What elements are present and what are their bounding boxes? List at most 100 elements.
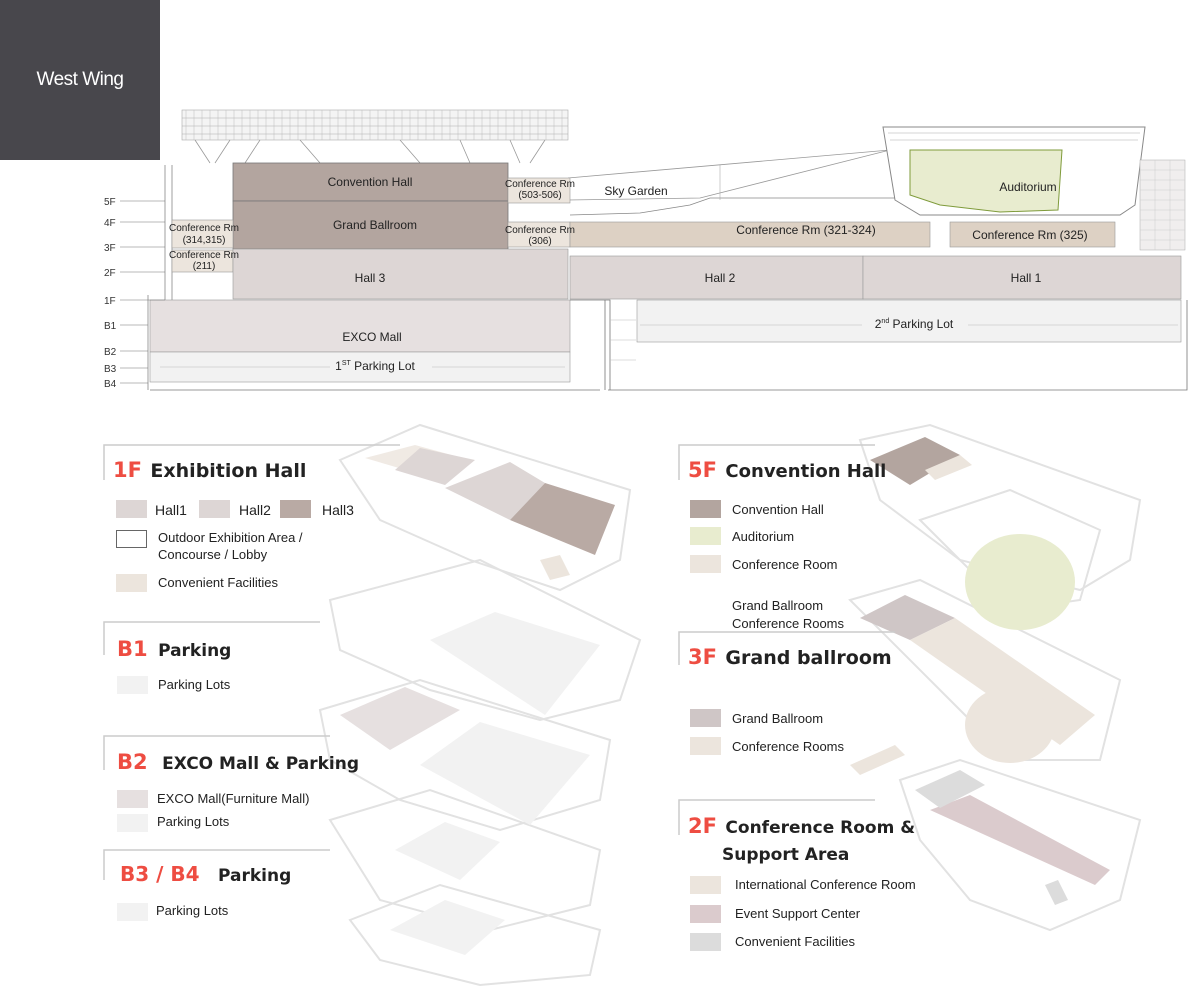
legend-2f-num: 2F bbox=[688, 814, 717, 838]
legend-5f-title: Convention Hall bbox=[725, 461, 887, 482]
building-section-diagram: 5F 4F 3F 2F 1F B1 B2 B3 B4 Convention Ha… bbox=[104, 109, 1188, 391]
legend-b34-num: B3 / B4 bbox=[120, 862, 200, 886]
grand-ballroom-room bbox=[232, 200, 509, 250]
west-wing-tab[interactable]: West Wing bbox=[0, 0, 160, 160]
legend-2f-title-2: Support Area bbox=[722, 845, 850, 865]
floor-plan-isometric bbox=[318, 423, 1142, 987]
legend-b34-item: Parking Lots bbox=[156, 903, 229, 918]
swatch-grand-ballroom bbox=[690, 709, 721, 727]
legend-b34-heading: B3 / B4 Parking bbox=[120, 862, 291, 886]
legend-1f-num: 1F bbox=[113, 458, 142, 482]
floor-label: 4F bbox=[104, 218, 116, 229]
swatch-b34-parking bbox=[117, 903, 148, 921]
hall-2-label: Hall 2 bbox=[705, 271, 736, 285]
grand-ballroom-label: Grand Ballroom bbox=[333, 218, 417, 232]
legend-2f-title-1: Conference Room & bbox=[725, 818, 916, 838]
floor-label: B4 bbox=[104, 379, 117, 390]
legend-b1-title: Parking bbox=[158, 641, 232, 661]
legend-1f-heading: 1F Exhibition Hall bbox=[113, 458, 306, 482]
conf-314-label: Conference Rm bbox=[169, 223, 239, 234]
conf-306-label: Conference Rm bbox=[505, 225, 575, 236]
conf-211-sub: (211) bbox=[193, 261, 216, 272]
legend-b1-item: Parking Lots bbox=[158, 677, 231, 692]
legend-b1-heading: B1 Parking bbox=[117, 637, 231, 661]
conf-211-label: Conference Rm bbox=[169, 250, 239, 261]
legend-hall1: Hall1 bbox=[155, 502, 187, 518]
exco-mall-room bbox=[149, 299, 571, 353]
legend-3f-num: 3F bbox=[688, 645, 717, 669]
floor-label: 3F bbox=[104, 243, 116, 254]
swatch-intl-conference bbox=[690, 876, 721, 894]
sky-garden-label: Sky Garden bbox=[604, 184, 667, 198]
legend-3f-heading: 3F Grand ballroom bbox=[688, 645, 892, 669]
conf-325-room bbox=[949, 221, 1116, 248]
hall-3-room bbox=[232, 248, 569, 300]
swatch-hall2 bbox=[199, 500, 230, 518]
hall-3-label: Hall 3 bbox=[355, 271, 386, 285]
legend-b34-title: Parking bbox=[218, 866, 292, 886]
left-stack-outlines bbox=[318, 423, 642, 987]
swatch-hall1 bbox=[116, 500, 147, 518]
conf-503-room bbox=[507, 177, 571, 204]
swatch-mall bbox=[117, 790, 148, 808]
convention-hall-room bbox=[232, 162, 509, 202]
left-legend-brackets bbox=[103, 444, 400, 880]
conf-325-label: Conference Rm (325) bbox=[972, 228, 1087, 242]
parking-lot-2-label: 2nd Parking Lot bbox=[875, 317, 954, 331]
iso-grand-ballroom bbox=[860, 595, 955, 640]
iso-auditorium bbox=[965, 534, 1075, 630]
hall-1-room bbox=[862, 255, 1182, 300]
legend-5f-heading: 5F Convention Hall bbox=[688, 458, 886, 482]
exco-mall-label: EXCO Mall bbox=[342, 330, 401, 344]
legend-5f-auditorium: Auditorium bbox=[732, 529, 795, 544]
conf-306-sub: (306) bbox=[528, 236, 551, 247]
legend-2f-heading: 2F Conference Room & Support Area bbox=[688, 813, 915, 869]
conf-321-label: Conference Rm (321-324) bbox=[736, 223, 875, 237]
legend-2f-event: Event Support Center bbox=[735, 906, 861, 921]
legend-facilities: Convenient Facilities bbox=[158, 575, 278, 590]
right-stack-outlines bbox=[848, 423, 1142, 932]
legend-2f-facilities: Convenient Facilities bbox=[735, 934, 855, 949]
iso-convention-hall bbox=[870, 437, 960, 485]
auditorium-area bbox=[909, 149, 1063, 213]
floor-label: B1 bbox=[104, 321, 117, 332]
west-wing-label: West Wing bbox=[36, 69, 124, 90]
floor-label: B2 bbox=[104, 347, 117, 358]
swatch-b2-parking bbox=[117, 814, 148, 832]
legend-b1-num: B1 bbox=[117, 637, 148, 661]
swatch-event-support bbox=[690, 905, 721, 923]
roof-truss-left bbox=[181, 109, 569, 141]
conf-321-room bbox=[569, 221, 931, 248]
floor-label: B3 bbox=[104, 364, 117, 375]
swatch-b1-parking bbox=[117, 676, 148, 694]
right-legend-brackets bbox=[678, 444, 895, 835]
legend-gb-1: Grand Ballroom bbox=[732, 598, 824, 613]
swatch-auditorium bbox=[690, 527, 721, 545]
conf-314-sub: (314,315) bbox=[183, 235, 226, 246]
iso-event-support bbox=[930, 795, 1110, 885]
floor-label: 5F bbox=[104, 197, 116, 208]
legend-b2-parking: Parking Lots bbox=[157, 814, 230, 829]
conf-314-room bbox=[171, 219, 234, 249]
swatch-facilities bbox=[116, 574, 147, 592]
swatch-5f-conference bbox=[690, 555, 721, 573]
legend-b2-heading: B2 EXCO Mall & Parking bbox=[117, 750, 359, 774]
parking-lot-1-label: 1ST Parking Lot bbox=[335, 359, 415, 373]
legend-2f-intl: International Conference Room bbox=[735, 877, 916, 892]
iso-hall3 bbox=[510, 483, 615, 555]
legend-b2-title: EXCO Mall & Parking bbox=[162, 754, 360, 774]
legend-gb-2: Conference Rooms bbox=[732, 616, 844, 631]
legend-b2-mall: EXCO Mall(Furniture Mall) bbox=[157, 791, 310, 806]
hall-2-room bbox=[569, 255, 864, 300]
conf-306-room bbox=[507, 221, 571, 248]
legend-5f-conf: Conference Room bbox=[732, 557, 838, 572]
legend-3f-gb: Grand Ballroom bbox=[732, 711, 824, 726]
conf-503-sub: (503-506) bbox=[518, 190, 561, 201]
legend-3f-conf: Conference Rooms bbox=[732, 739, 844, 754]
swatch-outdoor bbox=[116, 530, 147, 548]
swatch-3f-conference bbox=[690, 737, 721, 755]
convention-hall-label: Convention Hall bbox=[328, 175, 413, 189]
iso-hall2 bbox=[445, 462, 545, 520]
legend-5f-hall: Convention Hall bbox=[732, 502, 824, 517]
legend-3f-title: Grand ballroom bbox=[725, 647, 892, 669]
